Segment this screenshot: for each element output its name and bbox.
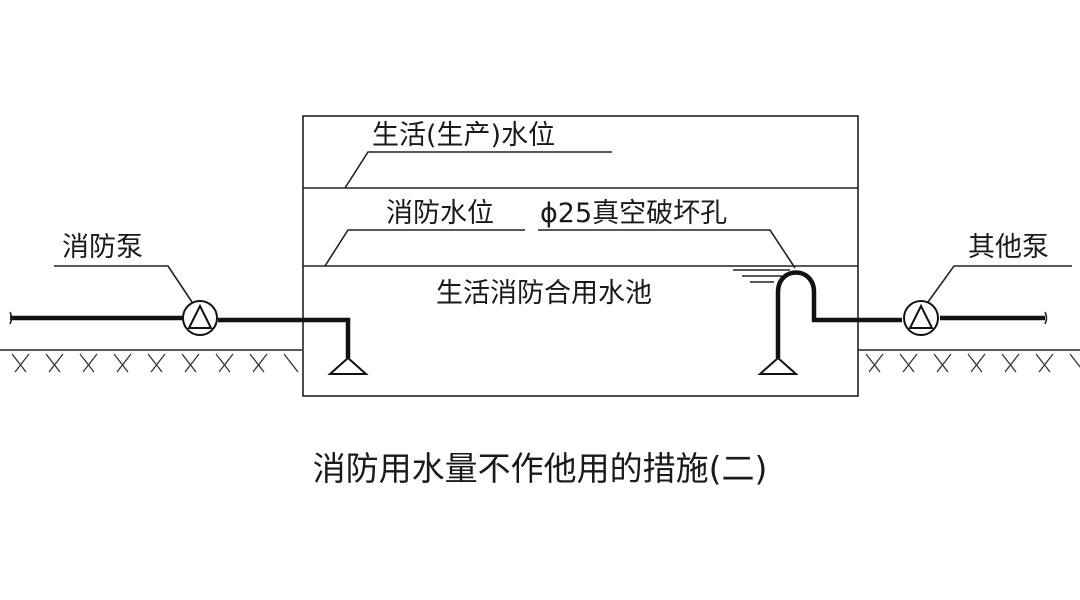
pipe-break-right — [1044, 311, 1048, 325]
ground-hatch-mark — [45, 353, 61, 373]
ground-hatch-mark — [218, 353, 234, 373]
ground-right — [858, 349, 1080, 373]
ground-hatch-mark — [1001, 353, 1017, 373]
ground-hatch-mark — [283, 353, 299, 373]
ground-hatch-mark — [933, 353, 949, 373]
ground-hatch-mark — [899, 353, 915, 373]
suction-bell-left — [327, 356, 369, 375]
fire-pump-label: 消防泵 — [62, 232, 143, 263]
fire-level-leader — [324, 229, 525, 267]
fire-pump-symbol — [182, 300, 218, 336]
suction-bell-right — [757, 356, 799, 375]
domestic-water-level-label: 生活(生产)水位 — [372, 120, 555, 151]
ground-hatch-mark — [1038, 353, 1054, 373]
diagram-caption: 消防用水量不作他用的措施(二) — [313, 449, 768, 488]
ground-hatch-mark — [116, 353, 132, 373]
ground-hatch-mark — [147, 353, 163, 373]
vacuum-hole-label: ϕ25真空破坏孔 — [540, 198, 727, 229]
fire-pump-pipe — [10, 315, 351, 358]
other-pump-symbol — [903, 300, 939, 336]
ground-hatch-mark — [249, 353, 265, 373]
other-pump-label: 其他泵 — [968, 232, 1049, 263]
ground-hatch-mark — [970, 353, 986, 373]
ground-hatch-mark — [1035, 353, 1051, 373]
ground-hatch-mark — [150, 353, 166, 373]
ground-hatch-mark — [184, 353, 200, 373]
other-pump-leader — [927, 265, 1072, 303]
water-surface-mark — [733, 269, 790, 283]
vacuum-hole-leader — [538, 229, 796, 269]
ground-hatch-mark — [1069, 353, 1080, 368]
ground-hatch-mark — [868, 353, 884, 373]
water-tank — [302, 115, 859, 397]
ground-hatch-mark — [1004, 353, 1020, 373]
ground-hatch-mark — [79, 353, 95, 373]
ground-hatch-mark — [252, 353, 268, 373]
ground-hatch-mark — [902, 353, 918, 373]
ground-hatch-mark — [936, 353, 952, 373]
ground-hatch-mark — [82, 353, 98, 373]
tank-label: 生活消防合用水池 — [436, 278, 652, 309]
ground-hatch-mark — [113, 353, 129, 373]
pipe-break-left — [9, 311, 13, 325]
fire-water-level-label: 消防水位 — [386, 198, 494, 229]
ground-hatch-mark — [14, 353, 30, 373]
other-pump-pipe — [775, 270, 1045, 358]
ground-hatch-mark — [11, 353, 27, 373]
ground-hatch-mark — [48, 353, 64, 373]
ground-hatch-mark — [181, 353, 197, 373]
ground-hatch-mark — [967, 353, 983, 373]
domestic-level-leader — [344, 151, 612, 189]
ground-hatch-mark — [215, 353, 231, 373]
ground-hatch-mark — [865, 353, 881, 373]
fire-pump-leader — [54, 265, 193, 303]
ground-left — [0, 349, 302, 373]
